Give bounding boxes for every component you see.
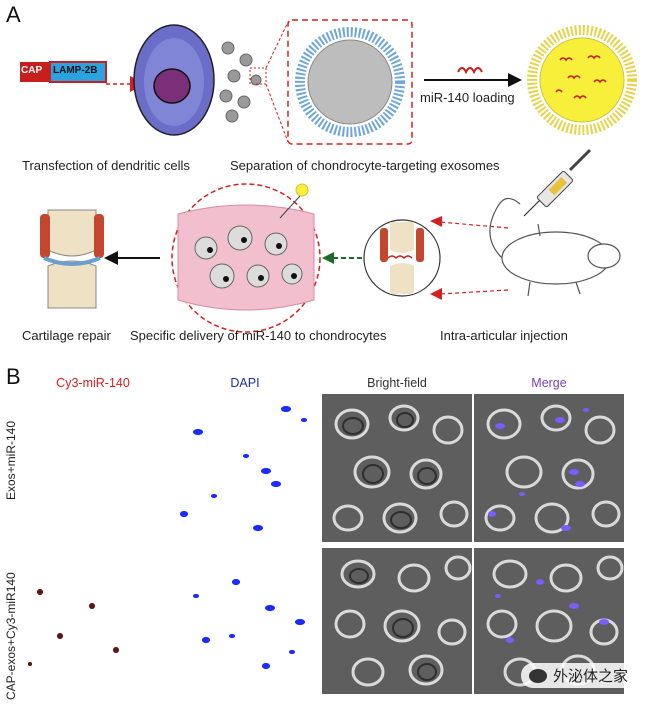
dendritic-nucleus <box>153 68 191 104</box>
cap-box <box>20 62 50 82</box>
row-label-2: CAP-exos+Cy3-miR140 <box>4 572 18 700</box>
wechat-icon <box>528 668 547 683</box>
caption-delivery: Specific delivery of miR-140 to chondroc… <box>130 328 387 343</box>
loading-arrow-head <box>508 73 522 87</box>
row-label-1: Exos+miR-140 <box>4 420 18 500</box>
loaded-exosome-lumen <box>539 37 625 123</box>
tile-brightfield-row1 <box>322 394 472 542</box>
loading-label: miR-140 loading <box>420 90 515 105</box>
exosome-lumen <box>307 39 393 125</box>
caption-separation: Separation of chondrocyte-targeting exos… <box>230 158 500 173</box>
cap-label: CAP <box>21 65 43 76</box>
col-head-cy3: Cy3-miR-140 <box>56 376 130 390</box>
loaded-mirna <box>555 55 607 100</box>
col-head-merge: Merge <box>531 376 567 390</box>
lamp-box <box>49 61 107 83</box>
syringe-icon <box>523 148 592 217</box>
caption-injection: Intra-articular injection <box>440 328 568 343</box>
tile-brightfield-row2 <box>322 548 472 694</box>
chondrocytes <box>194 225 303 289</box>
panel-a-letter: A <box>6 2 21 27</box>
exosome-zoom-box <box>249 67 267 85</box>
healthy-joint <box>40 209 104 309</box>
small-exosomes <box>219 41 262 123</box>
mouse-illustration <box>489 197 621 297</box>
caption-transfection: Transfection of dendritic cells <box>22 158 190 173</box>
mirna-squiggle <box>457 67 483 75</box>
cy3-specks-row2 <box>28 589 119 666</box>
lamp-label: LAMP-2B <box>53 65 98 76</box>
tile-merge-row1 <box>474 394 624 542</box>
dapi-nuclei-row2 <box>193 579 305 669</box>
col-head-dapi: DAPI <box>230 376 260 390</box>
incoming-exosome <box>295 183 309 197</box>
watermark: 外泌体之家 <box>520 663 636 688</box>
caption-repair: Cartilage repair <box>22 328 111 343</box>
col-head-brightfield: Bright-field <box>367 376 427 390</box>
panel-b-letter: B <box>6 364 21 389</box>
dapi-nuclei-row1 <box>180 406 307 531</box>
chondrocyte-nuclei <box>207 237 297 282</box>
matrix-tissue <box>177 204 315 311</box>
watermark-text: 外泌体之家 <box>552 668 628 685</box>
